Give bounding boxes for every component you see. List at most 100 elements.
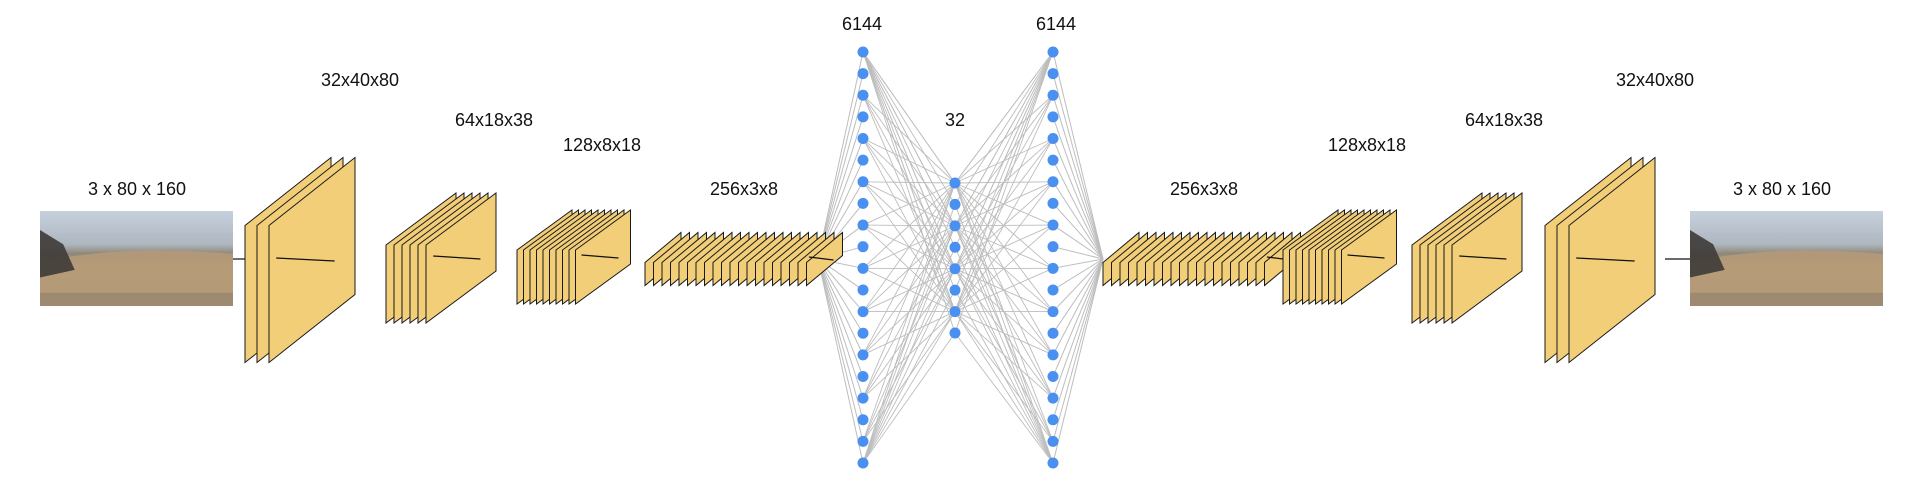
enc-fc-node xyxy=(858,436,869,447)
dec-fc-node xyxy=(1048,414,1059,425)
output-image xyxy=(1690,211,1883,306)
edge xyxy=(1053,259,1103,376)
edge xyxy=(955,290,1053,463)
latent-node xyxy=(950,306,961,317)
dec-fc-node xyxy=(1048,90,1059,101)
edge xyxy=(863,52,955,290)
latent-node xyxy=(950,242,961,253)
enc-conv4-label: 256x3x8 xyxy=(710,180,778,198)
dec-conv4-stack xyxy=(1103,233,1301,286)
input-shape-label: 3 x 80 x 160 xyxy=(88,180,186,198)
dec-conv3-stack xyxy=(1283,210,1397,304)
enc-fc-node xyxy=(858,393,869,404)
enc-fc-node xyxy=(858,68,869,79)
edge xyxy=(863,52,955,183)
edge xyxy=(955,52,1053,226)
edge xyxy=(955,226,1053,463)
enc-fc-node xyxy=(858,47,869,58)
enc-fc-node xyxy=(858,371,869,382)
edge xyxy=(955,52,1053,269)
dec-conv1-label: 32x40x80 xyxy=(1616,71,1694,89)
dec-fc-node xyxy=(1048,436,1059,447)
edge xyxy=(1053,259,1103,333)
edge xyxy=(1053,95,1103,259)
edge xyxy=(955,52,1053,183)
edge xyxy=(863,247,955,463)
edge xyxy=(1053,259,1103,420)
latent-node xyxy=(950,178,961,189)
latent-node xyxy=(950,199,961,210)
enc-fc-label: 6144 xyxy=(842,15,882,33)
latent-node xyxy=(950,328,961,339)
latent-node xyxy=(950,285,961,296)
dec-fc-node xyxy=(1048,176,1059,187)
enc-conv3-stack xyxy=(517,210,631,304)
edge xyxy=(818,259,863,463)
edge xyxy=(1053,259,1103,463)
latent-node xyxy=(950,263,961,274)
edge xyxy=(955,183,1053,441)
edge xyxy=(863,52,955,269)
edge xyxy=(1053,182,1103,259)
input-image xyxy=(40,211,233,306)
enc-conv1-stack xyxy=(245,158,355,363)
dec-conv3-label: 128x8x18 xyxy=(1328,136,1406,154)
edge xyxy=(955,52,1053,247)
dec-fc-node xyxy=(1048,328,1059,339)
enc-conv3-label: 128x8x18 xyxy=(563,136,641,154)
image-floor xyxy=(40,293,233,306)
enc-fc-node xyxy=(858,220,869,231)
dec-fc-node xyxy=(1048,111,1059,122)
edge xyxy=(1053,259,1103,441)
enc-conv2-stack xyxy=(386,193,496,323)
enc-fc-node xyxy=(858,133,869,144)
dec-fc-node xyxy=(1048,155,1059,166)
edge xyxy=(863,333,955,463)
edge xyxy=(955,333,1053,463)
enc-fc-node xyxy=(858,414,869,425)
enc-fc-node xyxy=(858,306,869,317)
dec-fc-node xyxy=(1048,306,1059,317)
edge xyxy=(863,183,955,441)
edge xyxy=(863,52,955,226)
dec-fc-node xyxy=(1048,133,1059,144)
enc-fc-node xyxy=(858,458,869,469)
dec-fc-node xyxy=(1048,349,1059,360)
enc-fc-node xyxy=(858,284,869,295)
enc-conv1-label: 32x40x80 xyxy=(321,71,399,89)
enc-fc-node xyxy=(858,176,869,187)
dec-fc-node xyxy=(1048,458,1059,469)
enc-fc-node xyxy=(858,111,869,122)
dec-fc-node xyxy=(1048,284,1059,295)
dec-fc-node xyxy=(1048,220,1059,231)
dec-fc-node xyxy=(1048,371,1059,382)
edge xyxy=(863,226,955,463)
dec-fc-node xyxy=(1048,68,1059,79)
dec-fc-node xyxy=(1048,263,1059,274)
dec-conv1-stack xyxy=(1545,158,1655,363)
dec-fc-label: 6144 xyxy=(1036,15,1076,33)
enc-fc-node xyxy=(858,198,869,209)
edge xyxy=(863,52,955,247)
dec-fc-node xyxy=(1048,198,1059,209)
enc-fc-node xyxy=(858,328,869,339)
dec-fc-node xyxy=(1048,241,1059,252)
edge xyxy=(1053,259,1103,398)
enc-fc-node xyxy=(858,349,869,360)
edge xyxy=(1053,117,1103,259)
image-floor xyxy=(1690,293,1883,306)
edge xyxy=(1053,160,1103,259)
dec-fc-node xyxy=(1048,393,1059,404)
edge xyxy=(1053,247,1103,259)
dec-conv2-label: 64x18x38 xyxy=(1465,111,1543,129)
output-shape-label: 3 x 80 x 160 xyxy=(1733,180,1831,198)
latent-node xyxy=(950,220,961,231)
edge xyxy=(955,247,1053,463)
edge xyxy=(818,259,863,441)
latent-label: 32 xyxy=(945,111,965,129)
dec-conv4-label: 256x3x8 xyxy=(1170,180,1238,198)
enc-fc-node xyxy=(858,155,869,166)
enc-conv2-label: 64x18x38 xyxy=(455,111,533,129)
enc-fc-node xyxy=(858,263,869,274)
